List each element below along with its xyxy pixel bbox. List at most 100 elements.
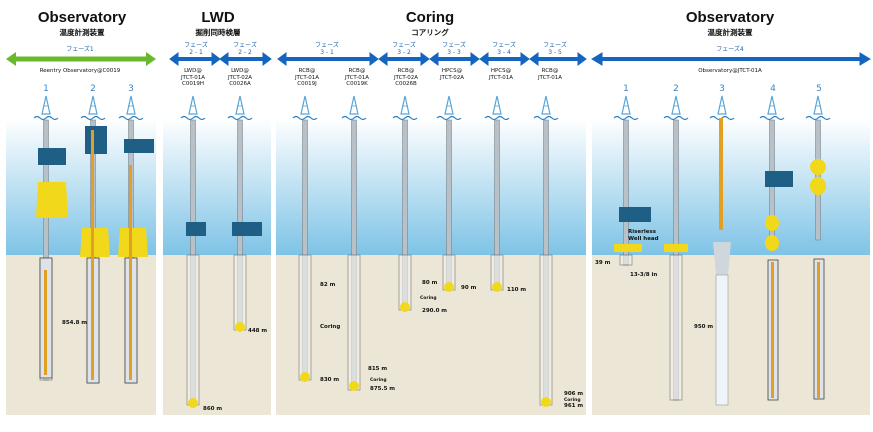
borehole-wall bbox=[298, 254, 312, 381]
label-hpcs-1: HPCS@ JTCT-02A bbox=[439, 68, 465, 81]
label-lwd-2: LWD@ JTCT-02A C0026A bbox=[227, 68, 253, 87]
hole-number-left-3: 3 bbox=[128, 84, 134, 94]
phase-arrow-1 bbox=[6, 52, 156, 66]
phase-3-1-label: フェーズ 3 - 1 bbox=[315, 42, 339, 56]
phase-3-4-label: フェーズ 3 - 4 bbox=[492, 42, 516, 56]
pipe-shaft bbox=[623, 119, 629, 266]
phase-arrows-blue bbox=[169, 52, 871, 66]
drill-rig-icon bbox=[663, 95, 689, 121]
depth-label: 90 m bbox=[461, 285, 477, 291]
drill-rig-icon bbox=[33, 95, 59, 121]
drill-pipe bbox=[298, 119, 312, 381]
hole-number-right-2: 2 bbox=[673, 84, 679, 94]
hole-number-left-1: 1 bbox=[43, 84, 49, 94]
drill-pipe bbox=[669, 119, 683, 401]
derrick-icon bbox=[671, 95, 681, 115]
label-rcb-4: RCB@ JTCT-01A bbox=[537, 68, 563, 81]
borehole-wall bbox=[619, 254, 633, 266]
depth-label: 110 m bbox=[507, 287, 527, 293]
borehole-wall bbox=[186, 254, 200, 406]
drill-rig-icon bbox=[805, 95, 831, 121]
phase-3-2-label: フェーズ 3 - 2 bbox=[392, 42, 416, 56]
drill-rig-icon bbox=[80, 95, 106, 121]
wave-icon bbox=[663, 115, 689, 121]
drill-rig-icon bbox=[436, 95, 462, 121]
instruments-observatory-1 bbox=[36, 126, 154, 384]
derrick-icon bbox=[541, 95, 551, 115]
depth-label: 80 m bbox=[422, 280, 438, 286]
panel-coring bbox=[276, 118, 586, 415]
phase-4-label: フェーズ4 bbox=[716, 46, 744, 53]
label-rcb-1: RCB@ JTCT-01A C0019J bbox=[294, 68, 320, 87]
depth-label: 39 m bbox=[595, 260, 611, 266]
derrick-icon bbox=[126, 95, 136, 115]
depth-label: 906 m bbox=[564, 391, 584, 397]
depth-label: 950 m bbox=[694, 324, 714, 330]
wave-icon bbox=[533, 115, 559, 121]
panel-lwd bbox=[163, 118, 271, 415]
phase-2-1-label: フェーズ 2 - 1 bbox=[184, 42, 208, 56]
instruments-coring bbox=[300, 282, 551, 407]
depth-label: 854.8 m bbox=[62, 320, 88, 326]
borehole-wall bbox=[539, 254, 553, 406]
derrick-icon bbox=[444, 95, 454, 115]
borehole-wall bbox=[669, 254, 683, 401]
drill-rig-icon bbox=[484, 95, 510, 121]
wave-icon bbox=[227, 115, 253, 121]
phase-2-2-label: フェーズ 2 - 2 bbox=[233, 42, 257, 56]
hole-number-left-2: 2 bbox=[90, 84, 96, 94]
panel-observatory-4 bbox=[592, 118, 870, 415]
label-hpcs-2: HPCS@ JTCT-01A bbox=[488, 68, 514, 81]
hole-number-right-4: 4 bbox=[770, 84, 776, 94]
drill-rig-icon bbox=[118, 95, 144, 121]
drill-pipe bbox=[619, 119, 633, 266]
hole-number-right-1: 1 bbox=[623, 84, 629, 94]
phase-3-3-label: フェーズ 3 - 3 bbox=[442, 42, 466, 56]
drill-rig-icon bbox=[613, 95, 639, 121]
section-subtitle-observatory-4: 温度計測装置 bbox=[707, 28, 753, 37]
coring-annotation: Coring bbox=[420, 296, 437, 301]
derrick-icon bbox=[492, 95, 502, 115]
derrick-icon bbox=[717, 95, 727, 115]
drill-rig-icon bbox=[709, 95, 735, 121]
derrick-icon bbox=[400, 95, 410, 115]
coring-annotation: Coring bbox=[564, 398, 581, 403]
section-title-observatory-1: Observatory bbox=[37, 9, 127, 26]
label-reentry-observatory: Reentry Observatory@C0019 bbox=[39, 68, 121, 74]
depth-label: 290.0 m bbox=[422, 308, 448, 314]
drill-rig-icon bbox=[533, 95, 559, 121]
wave-icon bbox=[613, 115, 639, 121]
wave-icon bbox=[341, 115, 367, 121]
wave-icon bbox=[392, 115, 418, 121]
drill-rig-icon bbox=[759, 95, 785, 121]
phase-3-5-label: フェーズ 3 - 5 bbox=[543, 42, 567, 56]
wave-icon bbox=[436, 115, 462, 121]
depth-label: 82 m bbox=[320, 282, 336, 288]
label-observatory-jtct-01a: Observatory@JTCT-01A bbox=[698, 68, 762, 74]
section-subtitle-observatory-1: 温度計測装置 bbox=[59, 28, 105, 37]
depth-label: 13-3/8 in bbox=[630, 272, 658, 278]
derrick-icon bbox=[188, 95, 198, 115]
wave-icon bbox=[180, 115, 206, 121]
drill-rig-icon bbox=[180, 95, 206, 121]
instruments-observatory-4 bbox=[614, 118, 826, 406]
wave-icon bbox=[33, 115, 59, 121]
label-rcb-3: RCB@ JTCT-02A C0026B bbox=[393, 68, 419, 87]
section-subtitle-coring: コアリング bbox=[411, 28, 449, 37]
section-subtitle-lwd: 掘削同時検層 bbox=[195, 28, 241, 37]
derrick-icon bbox=[813, 95, 823, 115]
depth-label: 815 m bbox=[368, 366, 388, 372]
wave-icon bbox=[759, 115, 785, 121]
derrick-icon bbox=[235, 95, 245, 115]
wave-icon bbox=[805, 115, 831, 121]
coring-annotation: Coring bbox=[370, 378, 387, 383]
depth-label: 961 m bbox=[564, 403, 584, 409]
drilling-rigs bbox=[33, 95, 831, 121]
hole-number-right-3: 3 bbox=[719, 84, 725, 94]
instruments-lwd bbox=[186, 222, 262, 408]
depth-label: 860 m bbox=[203, 406, 223, 412]
borehole-wall bbox=[347, 254, 361, 391]
wave-icon bbox=[80, 115, 106, 121]
section-title-coring: Coring bbox=[405, 9, 455, 26]
